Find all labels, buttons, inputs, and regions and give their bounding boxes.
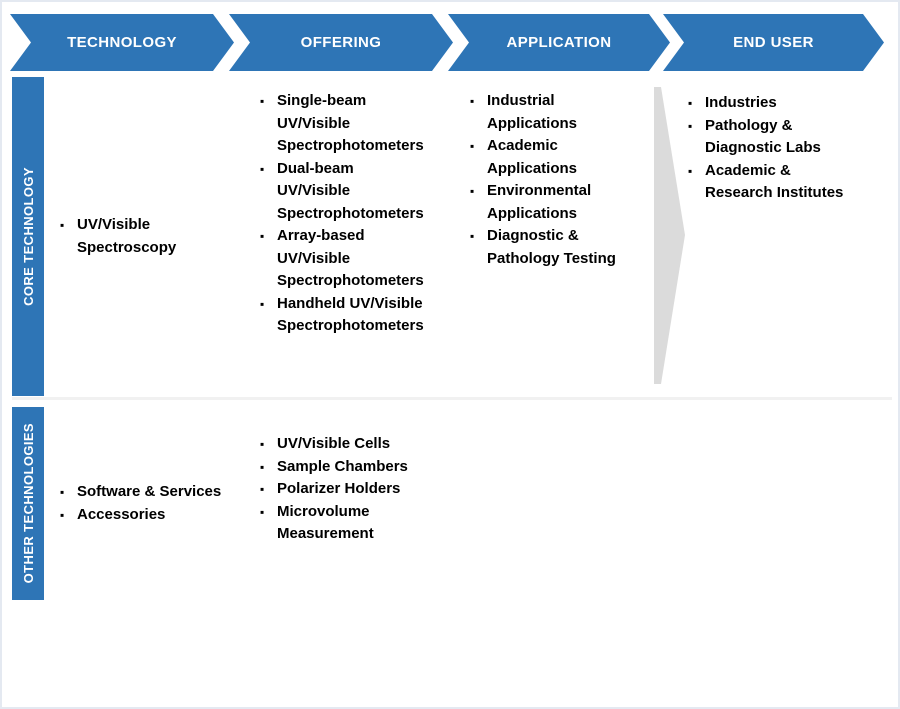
list-item-text: Academic & Research Institutes (705, 161, 844, 202)
list-item: ▪ Software & Services (60, 481, 221, 504)
list-item-text: Academic Applications (487, 137, 578, 177)
square-bullet-icon: ▪ (260, 229, 265, 243)
cell-offering-core: ▪ Single-beam UV/Visible Spectrophotomet… (260, 90, 430, 338)
list-item: ▪ Academic & Research Institutes (688, 160, 850, 205)
row-label-core-technology: CORE TECHNOLOGY (12, 77, 44, 396)
square-bullet-icon: ▪ (688, 163, 693, 178)
cell-application-core: ▪ Industrial Applications ▪ Academic App… (470, 90, 616, 270)
cell-offering-other: ▪ UV/Visible Cells ▪ Sample Chambers ▪ P… (260, 433, 432, 546)
list-item: ▪ Array-based UV/Visible Spectrophotomet… (260, 225, 430, 293)
list-item: ▪ UV/Visible Spectroscopy (60, 214, 190, 259)
square-bullet-icon: ▪ (260, 296, 265, 311)
chevron-step-application: APPLICATION (448, 14, 670, 71)
square-bullet-icon: ▪ (260, 94, 265, 108)
chevron-step-label: APPLICATION (506, 34, 612, 51)
square-bullet-icon: ▪ (470, 94, 475, 108)
row-label-text: OTHER TECHNOLOGIES (20, 423, 36, 584)
chevron-step-end-user: END USER (663, 14, 884, 71)
chevron-step-label: TECHNOLOGY (67, 34, 177, 51)
list-item: ▪ Diagnostic & Pathology Testing (470, 225, 616, 270)
list-item-text: Single-beam UV/Visible Spectrophotometer… (277, 92, 424, 154)
list-item-text: Diagnostic & Pathology Testing (487, 227, 616, 267)
bullet-list: ▪ UV/Visible Spectroscopy (60, 214, 190, 259)
list-item-text: Software & Services (77, 483, 222, 500)
square-bullet-icon: ▪ (688, 118, 693, 133)
list-item-text: Array-based UV/Visible Spectrophotometer… (277, 227, 424, 289)
bullet-list: ▪ Industrial Applications ▪ Academic App… (470, 90, 616, 270)
chevron-step-label: END USER (733, 34, 814, 51)
bullet-list: ▪ Single-beam UV/Visible Spectrophotomet… (260, 90, 430, 338)
square-bullet-icon: ▪ (60, 485, 65, 499)
row-label-text: CORE TECHNOLOGY (20, 167, 36, 306)
square-bullet-icon: ▪ (260, 459, 265, 474)
square-bullet-icon: ▪ (470, 139, 475, 153)
bullet-list: ▪ Software & Services ▪ Accessories (60, 481, 221, 526)
list-item-text: Industries (705, 94, 777, 111)
square-bullet-icon: ▪ (260, 482, 265, 496)
square-bullet-icon: ▪ (260, 504, 265, 519)
list-item: ▪ Environmental Applications (470, 180, 616, 225)
square-bullet-icon: ▪ (60, 507, 65, 522)
list-item-text: UV/Visible Cells (277, 435, 391, 452)
list-item: ▪ Microvolume Measurement (260, 501, 432, 546)
flow-arrow-icon (654, 87, 685, 384)
list-item-text: Industrial Applications (487, 92, 578, 132)
list-item: ▪ Industries (688, 92, 850, 115)
list-item-text: UV/Visible Spectroscopy (77, 216, 177, 256)
row-label-other-technologies: OTHER TECHNOLOGIES (12, 407, 44, 600)
chevron-step-label: OFFERING (300, 34, 382, 51)
square-bullet-icon: ▪ (688, 96, 693, 110)
square-bullet-icon: ▪ (470, 184, 475, 198)
list-item: ▪ UV/Visible Cells (260, 433, 432, 456)
square-bullet-icon: ▪ (60, 218, 65, 232)
list-item-text: Microvolume Measurement (277, 502, 374, 543)
list-item-text: Sample Chambers (277, 457, 408, 475)
list-item: ▪ Dual-beam UV/Visible Spectrophotometer… (260, 158, 430, 226)
cell-end-user-core: ▪ Industries ▪ Pathology & Diagnostic La… (688, 92, 850, 205)
chevron-step-technology: TECHNOLOGY (10, 14, 234, 71)
cell-technology-core: ▪ UV/Visible Spectroscopy (60, 77, 190, 396)
list-item: ▪ Pathology & Diagnostic Labs (688, 115, 850, 160)
list-item: ▪ Handheld UV/Visible Spectrophotometers (260, 293, 430, 338)
square-bullet-icon: ▪ (470, 229, 475, 243)
list-item: ▪ Industrial Applications (470, 90, 616, 135)
row-divider (12, 397, 892, 400)
list-item: ▪ Academic Applications (470, 135, 616, 180)
square-bullet-icon: ▪ (260, 437, 265, 451)
bullet-list: ▪ Industries ▪ Pathology & Diagnostic La… (688, 92, 850, 205)
list-item-text: Pathology & Diagnostic Labs (705, 116, 821, 157)
chevron-step-offering: OFFERING (229, 14, 453, 71)
cell-technology-other: ▪ Software & Services ▪ Accessories (60, 407, 240, 600)
list-item: ▪ Polarizer Holders (260, 478, 432, 501)
square-bullet-icon: ▪ (260, 161, 265, 176)
list-item-text: Accessories (77, 505, 166, 523)
list-item: ▪ Sample Chambers (260, 456, 432, 479)
list-item-text: Dual-beam UV/Visible Spectrophotometers (277, 159, 424, 222)
list-item: ▪ Single-beam UV/Visible Spectrophotomet… (260, 90, 430, 158)
list-item-text: Polarizer Holders (277, 480, 401, 497)
list-item-text: Environmental Applications (487, 182, 592, 222)
list-item: ▪ Accessories (60, 504, 221, 527)
list-item-text: Handheld UV/Visible Spectrophotometers (277, 294, 424, 335)
bullet-list: ▪ UV/Visible Cells ▪ Sample Chambers ▪ P… (260, 433, 432, 546)
